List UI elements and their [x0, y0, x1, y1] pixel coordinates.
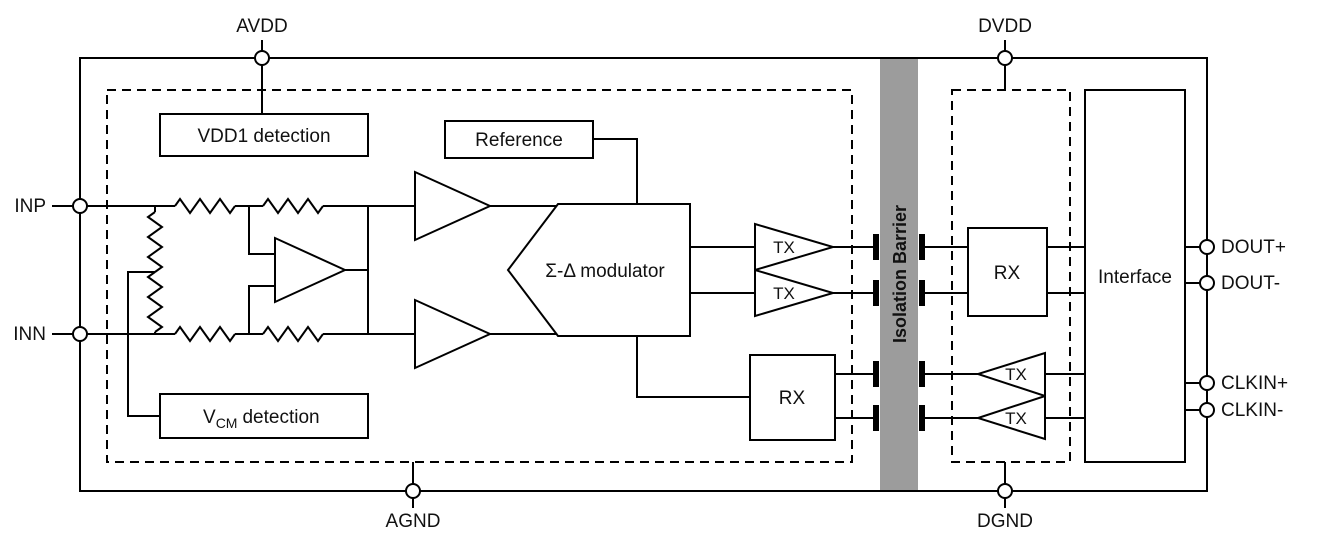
tx-data-bottom-label: TX [773, 284, 795, 303]
tx-clk-bottom-label: TX [1005, 409, 1027, 428]
rx-right-label: RX [994, 263, 1021, 284]
tx-clk-top-label: TX [1005, 365, 1027, 384]
pin-agnd-circle [405, 483, 421, 499]
cap-bar-clk-bottom-right [919, 405, 925, 431]
pin-clkinp-label: CLKIN+ [1221, 373, 1288, 394]
tx-data-top-triangle-icon [754, 222, 837, 272]
rx-left-label: RX [779, 388, 806, 409]
isolation-capacitors [873, 234, 925, 431]
pin-dgnd-label: DGND [977, 511, 1033, 532]
tx-clk-bottom-triangle-icon [974, 394, 1046, 441]
rx-left-box [749, 354, 836, 441]
interface-label: Interface [1098, 267, 1172, 288]
resistor-inp-2 [262, 197, 324, 215]
tx-data-bottom-triangle-icon [754, 268, 837, 318]
resistor-divider-top [146, 211, 164, 273]
pin-doutn-label: DOUT- [1221, 273, 1280, 294]
pin-clkinn-circle [1199, 402, 1215, 418]
cap-bar-data-top-left [873, 234, 879, 260]
isolation-barrier [880, 59, 918, 490]
vdd1-detection-label: VDD1 detection [197, 126, 330, 147]
wire-rx-left-to-modulator [636, 336, 750, 398]
pin-doutn-circle [1199, 275, 1215, 291]
pin-agnd-label: AGND [386, 511, 441, 532]
resistor-divider-bottom [146, 271, 164, 333]
buffer-bottom-triangle-icon [414, 298, 493, 370]
wire-opamp-input-bottom [248, 285, 275, 334]
pin-dgnd-circle [997, 483, 1013, 499]
reference-label: Reference [475, 130, 563, 151]
resistor-inn-2 [262, 325, 324, 343]
pin-inn-label: INN [13, 324, 46, 345]
tx-data-top-label: TX [773, 238, 795, 257]
wire-vcm-tap [127, 271, 160, 417]
pin-doutp-label: DOUT+ [1221, 237, 1286, 258]
pin-doutp-circle [1199, 239, 1215, 255]
cap-bar-data-bottom-left [873, 280, 879, 306]
cap-bar-clk-bottom-left [873, 405, 879, 431]
pin-clkinp-circle [1199, 375, 1215, 391]
pin-clkinn-label: CLKIN- [1221, 400, 1283, 421]
sigma-delta-modulator-label: Σ-Δ modulator [545, 261, 665, 282]
cap-bar-data-bottom-right [919, 280, 925, 306]
pin-circles [72, 50, 1215, 499]
sigma-delta-modulator-shape [506, 203, 691, 337]
vcm-detection-box [159, 393, 369, 439]
pin-avdd-label: AVDD [236, 16, 287, 37]
rx-right-box [967, 227, 1048, 317]
pin-dvdd-circle [997, 50, 1013, 66]
vdd1-detection-box [159, 113, 369, 157]
cap-bar-clk-top-right [919, 361, 925, 387]
isolation-barrier-label: Isolation Barrier [890, 205, 910, 343]
buffer-top-triangle-icon [414, 170, 493, 242]
resistor-inp-1 [174, 197, 236, 215]
resistor-inn-1 [174, 325, 236, 343]
pin-inp-circle [72, 198, 88, 214]
interface-box [1084, 89, 1186, 463]
pin-dvdd-label: DVDD [978, 16, 1032, 37]
digital-domain-boundary [951, 89, 1071, 463]
analog-domain-boundary [106, 89, 853, 463]
wires [52, 40, 1200, 508]
pin-inp-label: INP [14, 196, 46, 217]
tx-clk-top-triangle-icon [974, 351, 1046, 398]
opamp-triangle-icon [274, 236, 348, 304]
wire-opamp-input-top [248, 206, 275, 255]
cap-bar-data-top-right [919, 234, 925, 260]
wire-reference-to-modulator [593, 138, 638, 204]
pin-avdd-circle [254, 50, 270, 66]
pin-inn-circle [72, 326, 88, 342]
cap-bar-clk-top-left [873, 361, 879, 387]
reference-box [444, 120, 594, 159]
